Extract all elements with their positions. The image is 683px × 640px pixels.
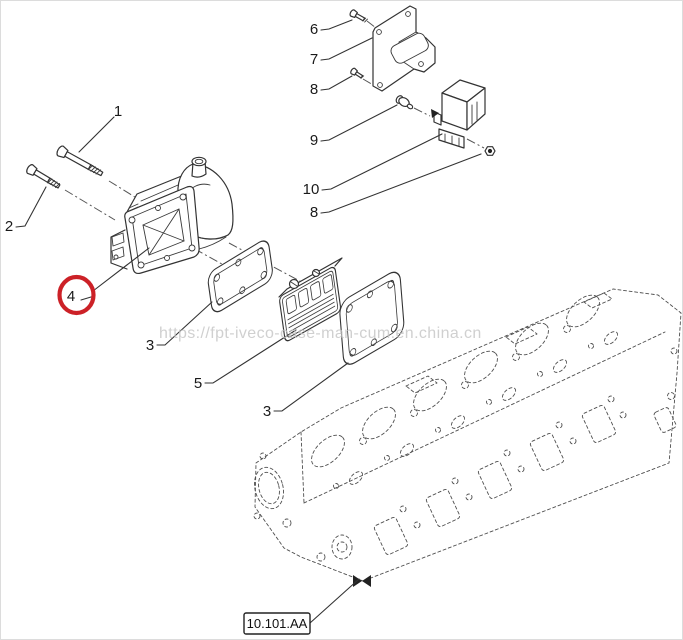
orientation-arrow [431,109,439,118]
gasket-right-part3 [339,271,405,365]
highlight-circle [57,274,96,316]
watermark-text: https://fpt-iveco-case-man-cum.en.china.… [159,325,482,342]
grid-heater-part5 [278,257,343,342]
fitting-part9 [395,95,414,110]
cylinder-head-phantom [253,288,682,587]
bolt-part8-top [350,67,365,79]
callout-1: 1 [114,103,122,120]
heater-stud [311,268,321,278]
relay-connector [438,128,465,149]
nut-part8-bottom [484,146,496,156]
section-code-box: 10.101.AA [243,612,311,635]
callout-10: 10 [303,181,320,198]
callout-6: 6 [310,21,318,38]
callout-8-bottom: 8 [310,204,318,221]
callout-7: 7 [310,51,318,68]
callout-5: 5 [194,375,202,392]
callout-2: 2 [5,218,13,235]
bolt-short-part2 [26,164,61,189]
callout-4: 4 [67,288,75,305]
bolt-long-part1 [56,145,104,177]
callout-3-right: 3 [263,403,271,420]
callout-leader-lines [15,19,482,624]
callout-9: 9 [310,132,318,149]
callout-8-top: 8 [310,81,318,98]
callout-3-left: 3 [146,337,154,354]
screw-part6 [349,9,368,23]
relay-part10 [431,79,486,149]
bracket-part7 [372,5,436,92]
gasket-left-part3 [207,240,273,313]
intake-housing-part4 [110,156,234,275]
section-code-label: 10.101.AA [247,616,308,631]
